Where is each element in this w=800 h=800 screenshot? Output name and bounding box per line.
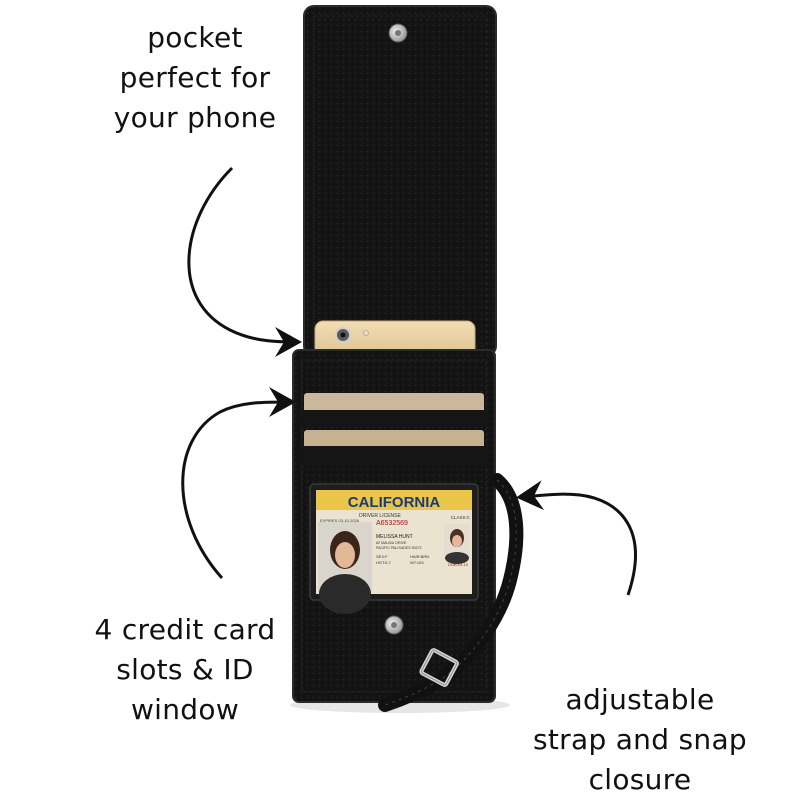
arrow-to-card-slots [181,387,296,580]
arrow-to-phone-pocket [187,166,302,357]
arrow-to-strap [516,480,637,596]
card-slot [304,393,484,415]
strap-buckle-icon [419,648,459,687]
license-weight: WT:153 [410,560,424,565]
license-name: MELISSA HUNT [376,534,413,540]
phone-flash-icon [363,330,369,336]
card-slot-pocket [300,446,488,466]
license-class: CLASS:C [451,515,471,520]
driver-license: CALIFORNIA DRIVER LICENSE CLASS:C A65325… [316,490,472,614]
license-sex: SEX:F [376,554,388,559]
card-slot [304,430,484,450]
license-type: DRIVER LICENSE [359,513,401,519]
license-banner [316,490,472,510]
callout-card-slots: 4 credit card slots & ID window [94,613,276,726]
card-slot-pocket [300,410,488,426]
callout-phone-pocket: pocket perfect for your phone [113,21,277,134]
license-address-1: 82 MALIBU DRIVE [376,541,407,545]
license-height: HGT:5-7 [376,560,392,565]
license-state: CALIFORNIA [348,494,441,511]
license-address-2: PACIFIC PALISADES 90272 [376,546,422,550]
flap-stitching [313,15,487,347]
license-hair: HAIR:BRN [410,554,429,559]
license-dob: DOB:03-10 [448,562,469,567]
card-slots [300,393,488,466]
license-number: A6532569 [376,520,408,527]
callout-strap: adjustable strap and snap closure [533,683,747,796]
license-expires: EXPIRES 03-10-2026 [320,518,360,523]
body-stitching [301,359,487,693]
bag-flap [303,5,497,357]
